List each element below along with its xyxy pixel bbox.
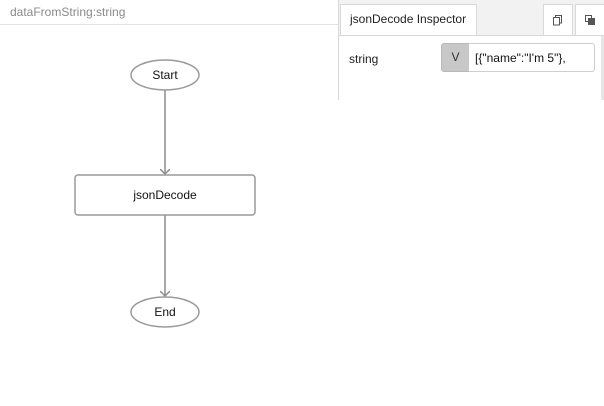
canvas-title-divider (0, 24, 338, 25)
value-mode-button[interactable]: V (441, 43, 470, 72)
copy-icon[interactable] (543, 4, 573, 35)
property-label: string (349, 52, 379, 66)
inspector-panel: jsonDecode Inspector string V (338, 0, 604, 100)
canvas-title: dataFromString:string (10, 5, 126, 19)
property-row-string: string V (339, 42, 604, 74)
end-node-label: End (154, 305, 175, 319)
inspector-scrollbar[interactable] (601, 36, 604, 100)
duplicate-icon[interactable] (575, 4, 604, 35)
tab-jsondecode-inspector[interactable]: jsonDecode Inspector (340, 4, 477, 35)
jsondecode-node-label: jsonDecode (132, 188, 197, 202)
jsondecode-node[interactable]: jsonDecode (74, 174, 256, 216)
flow-canvas: Start jsonDecode End (74, 59, 256, 328)
string-value-input[interactable] (469, 43, 595, 72)
inspector-tabbar: jsonDecode Inspector (339, 0, 604, 36)
start-node-label: Start (152, 68, 178, 82)
end-node[interactable]: End (130, 296, 200, 328)
start-node[interactable]: Start (130, 59, 200, 91)
